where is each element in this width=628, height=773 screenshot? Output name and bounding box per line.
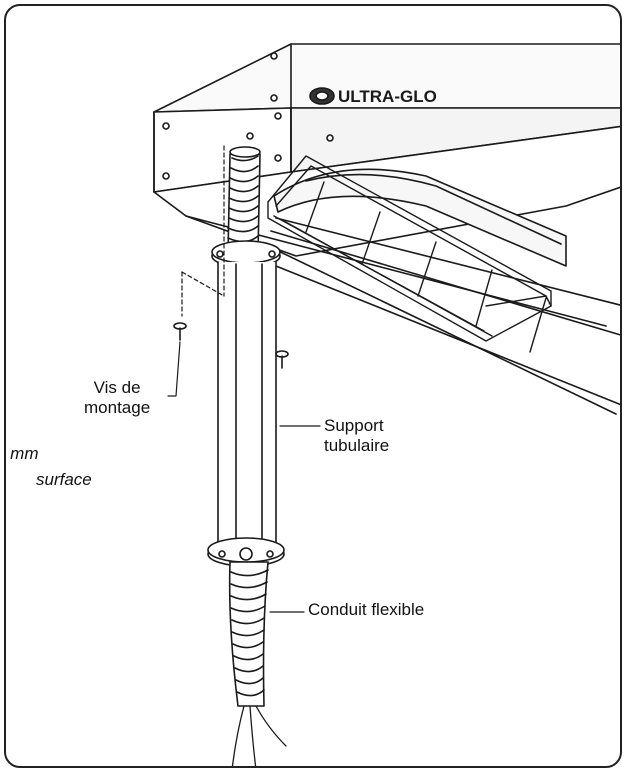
tube-support (217, 261, 277, 547)
label-tube-support: Support tubulaire (324, 416, 390, 455)
diagram-frame: ULTRA-GLO Vis de montage Support tubulai… (4, 4, 622, 768)
screw-guides (181, 145, 225, 317)
leader-lines (167, 341, 321, 613)
heating-element (273, 168, 567, 267)
label-mm-partial: 5 mm (6, 444, 39, 463)
lower-conduit (228, 561, 269, 707)
label-mounting-screws: Vis de montage (84, 378, 151, 417)
wires (231, 705, 287, 766)
label-flexible-conduit: Conduit flexible (308, 600, 425, 619)
installation-illustration: ULTRA-GLO (153, 43, 620, 766)
label-surface-partial: surface (36, 470, 92, 489)
upper-flange (211, 240, 281, 268)
mounting-screws (173, 322, 289, 369)
brand-text: ULTRA-GLO (338, 87, 437, 106)
lower-flange (207, 537, 285, 567)
heater-housing (153, 43, 620, 415)
upper-conduit (227, 146, 261, 255)
brand-badge (309, 87, 335, 105)
wire-guard (267, 155, 552, 353)
